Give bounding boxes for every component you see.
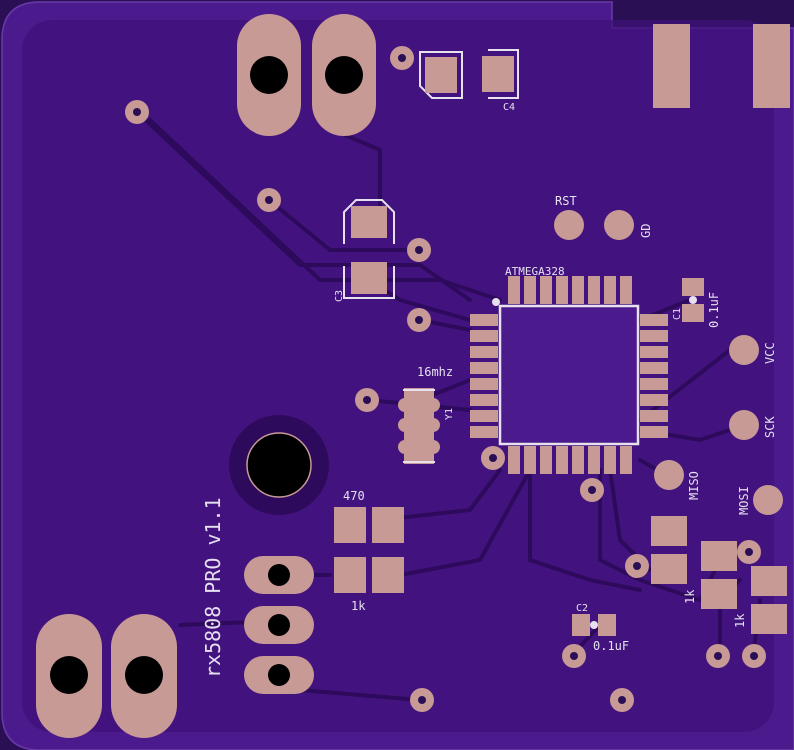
label-chip: ATMEGA328 xyxy=(505,265,565,278)
cap-c1 xyxy=(682,278,704,322)
label-c1: C1 xyxy=(672,308,683,320)
resistors-470-1k xyxy=(334,507,404,593)
label-rst: RST xyxy=(555,194,577,208)
crystal-y1 xyxy=(398,388,440,464)
label-crystal: 16mhz xyxy=(417,365,453,379)
edge-pad-2 xyxy=(753,24,790,108)
edge-pad-1 xyxy=(653,24,690,108)
cap-c3 xyxy=(343,199,395,299)
label-c1-value: 0.1uF xyxy=(707,292,721,328)
label-gd: GD xyxy=(639,224,653,238)
resistors-right xyxy=(651,516,787,634)
label-mosi: MOSI xyxy=(737,486,751,515)
pads-bottom-large xyxy=(36,614,177,738)
copper-pour xyxy=(22,20,774,732)
label-y1: Y1 xyxy=(444,408,455,420)
pads-top-large xyxy=(237,14,376,136)
label-r1k-a: 1k xyxy=(683,589,697,604)
test-points xyxy=(554,210,783,515)
header-pads xyxy=(244,556,314,694)
label-board-name: rx5808 PRO v1.1 xyxy=(201,497,225,678)
label-c3: C3 xyxy=(334,290,345,302)
cap-c4 xyxy=(419,49,519,99)
label-sck: SCK xyxy=(763,416,777,438)
chip-atmega328 xyxy=(470,276,668,474)
cap-c2 xyxy=(572,614,616,636)
label-c2: C2 xyxy=(576,603,588,614)
label-r470: 470 xyxy=(343,489,365,503)
label-r1k-b: 1k xyxy=(733,613,747,628)
label-vcc: VCC xyxy=(763,342,777,364)
label-r1k-main: 1k xyxy=(351,599,366,613)
label-c4: C4 xyxy=(503,102,515,113)
label-c2-value: 0.1uF xyxy=(593,639,629,653)
label-miso: MISO xyxy=(687,471,701,500)
